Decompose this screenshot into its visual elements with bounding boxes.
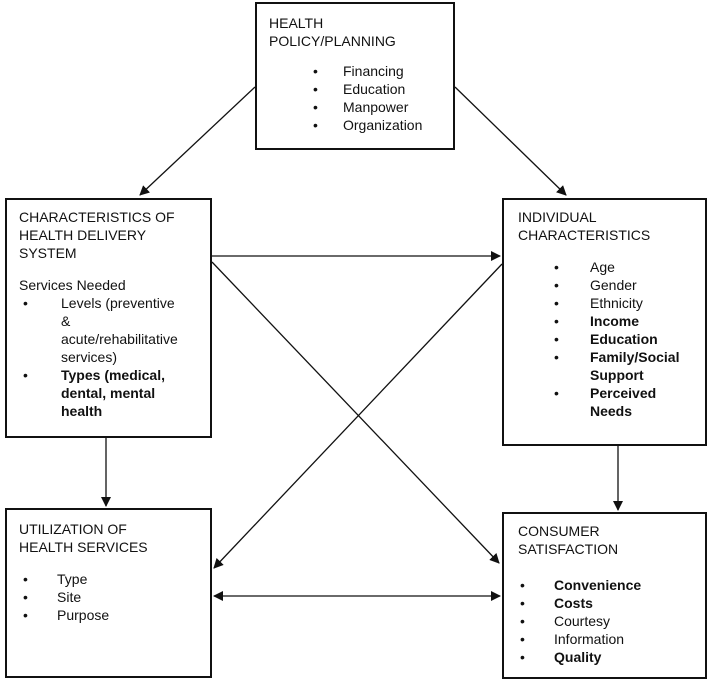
health-policy-title: HEALTH POLICY/PLANNING: [269, 15, 396, 49]
list-item: Convenience: [518, 576, 691, 594]
consumer-satisfaction-box: CONSUMER SATISFACTION Convenience Costs …: [502, 512, 707, 679]
list-item: Type: [19, 570, 198, 588]
arrow-policy-to-individual: [454, 86, 567, 196]
health-policy-list: Financing Education Manpower Organizatio…: [269, 62, 441, 134]
arrow-policy-to-delivery: [139, 86, 256, 196]
utilization-title: UTILIZATION OF HEALTH SERVICES: [19, 521, 148, 555]
list-item: Quality: [518, 648, 691, 666]
delivery-system-title: CHARACTERISTICS OF HEALTH DELIVERY SYSTE…: [19, 209, 175, 261]
list-item: Education: [518, 330, 691, 348]
arrow-individual-to-utilization: [213, 263, 503, 569]
list-item: Levels (preventive & acute/rehabilitativ…: [19, 294, 198, 366]
list-item: Site: [19, 588, 198, 606]
list-item: Types (medical, dental, mental health: [19, 366, 198, 420]
health-policy-box: HEALTH POLICY/PLANNING Financing Educati…: [255, 2, 455, 150]
list-item: Costs: [518, 594, 691, 612]
list-item: Purpose: [19, 606, 198, 624]
delivery-system-box: CHARACTERISTICS OF HEALTH DELIVERY SYSTE…: [5, 198, 212, 438]
list-item: Financing: [269, 62, 441, 80]
consumer-satisfaction-list: Convenience Costs Courtesy Information Q…: [518, 576, 691, 666]
list-item: Organization: [269, 116, 441, 134]
list-item: Family/Social Support: [518, 348, 691, 384]
delivery-system-list: Levels (preventive & acute/rehabilitativ…: [19, 294, 198, 420]
utilization-list: Type Site Purpose: [19, 570, 198, 624]
list-item: Manpower: [269, 98, 441, 116]
list-item: Income: [518, 312, 691, 330]
arrow-delivery-to-satisfaction: [211, 261, 500, 564]
list-item: Gender: [518, 276, 691, 294]
list-item: Education: [269, 80, 441, 98]
individual-characteristics-box: INDIVIDUAL CHARACTERISTICS Age Gender Et…: [502, 198, 707, 446]
list-item: Perceived Needs: [518, 384, 691, 420]
individual-characteristics-list: Age Gender Ethnicity Income Education Fa…: [518, 258, 691, 420]
list-item: Information: [518, 630, 691, 648]
list-item: Ethnicity: [518, 294, 691, 312]
list-item: Age: [518, 258, 691, 276]
consumer-satisfaction-title: CONSUMER SATISFACTION: [518, 523, 619, 557]
individual-characteristics-title: INDIVIDUAL CHARACTERISTICS: [518, 209, 651, 243]
list-item: Courtesy: [518, 612, 691, 630]
utilization-box: UTILIZATION OF HEALTH SERVICES Type Site…: [5, 508, 212, 678]
services-needed-label: Services Needed: [19, 277, 126, 293]
